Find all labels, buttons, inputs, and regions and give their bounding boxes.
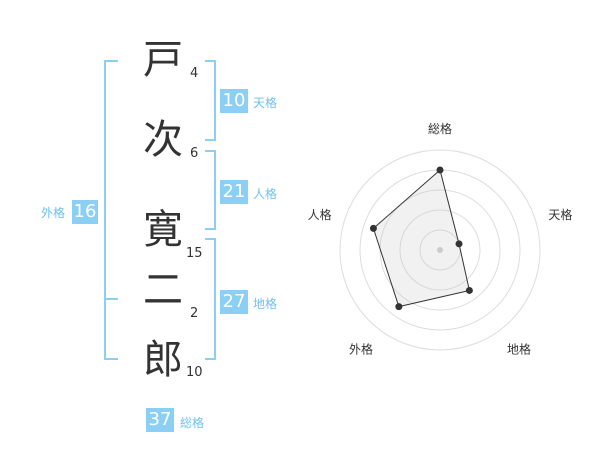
radar-axis-label-3: 外格 — [349, 341, 373, 356]
radar-center — [437, 247, 443, 253]
radar-axis-label-0: 総格 — [428, 121, 452, 136]
jinkaku-value-box: 21 — [220, 180, 248, 204]
stroke-count-5: 10 — [186, 365, 203, 380]
name-char-3: 寛 — [143, 207, 183, 253]
soukaku-value-box: 37 — [146, 408, 174, 432]
chikaku-value-box: 27 — [220, 290, 248, 314]
radar-point-4 — [369, 224, 377, 232]
name-char-2: 次 — [143, 117, 183, 163]
radar-points — [369, 166, 473, 311]
radar-point-2 — [465, 286, 473, 294]
gaikaku-label: 外格 — [41, 206, 66, 220]
radar-point-3 — [395, 303, 403, 311]
name-char-4: 二 — [143, 267, 183, 313]
stroke-count-2: 6 — [190, 146, 199, 161]
name-char-5: 郎 — [143, 337, 183, 383]
radar-axis-label-1: 天格 — [548, 207, 572, 222]
radar-area — [372, 169, 470, 308]
gaikaku-value-box: 16 — [72, 200, 98, 224]
radar-ring-2 — [399, 209, 481, 291]
radar-axis-label-2: 地格 — [507, 341, 531, 356]
soukaku-label: 総格 — [180, 416, 205, 430]
chikaku-label: 地格 — [253, 297, 278, 311]
radar-point-1 — [455, 240, 463, 248]
radar-axis-label-4: 人格 — [308, 207, 332, 222]
stroke-count-4: 2 — [190, 306, 199, 321]
radar-rings — [339, 149, 541, 351]
jinkaku-label: 人格 — [253, 187, 278, 201]
radar-ring-5 — [339, 149, 541, 351]
stroke-count-3: 15 — [186, 246, 203, 261]
name-char-1: 戸 — [143, 37, 183, 83]
stroke-count-1: 4 — [190, 66, 199, 81]
tenkaku-label: 天格 — [253, 96, 278, 110]
radar-point-0 — [436, 166, 444, 174]
tenkaku-value-box: 10 — [220, 89, 248, 113]
